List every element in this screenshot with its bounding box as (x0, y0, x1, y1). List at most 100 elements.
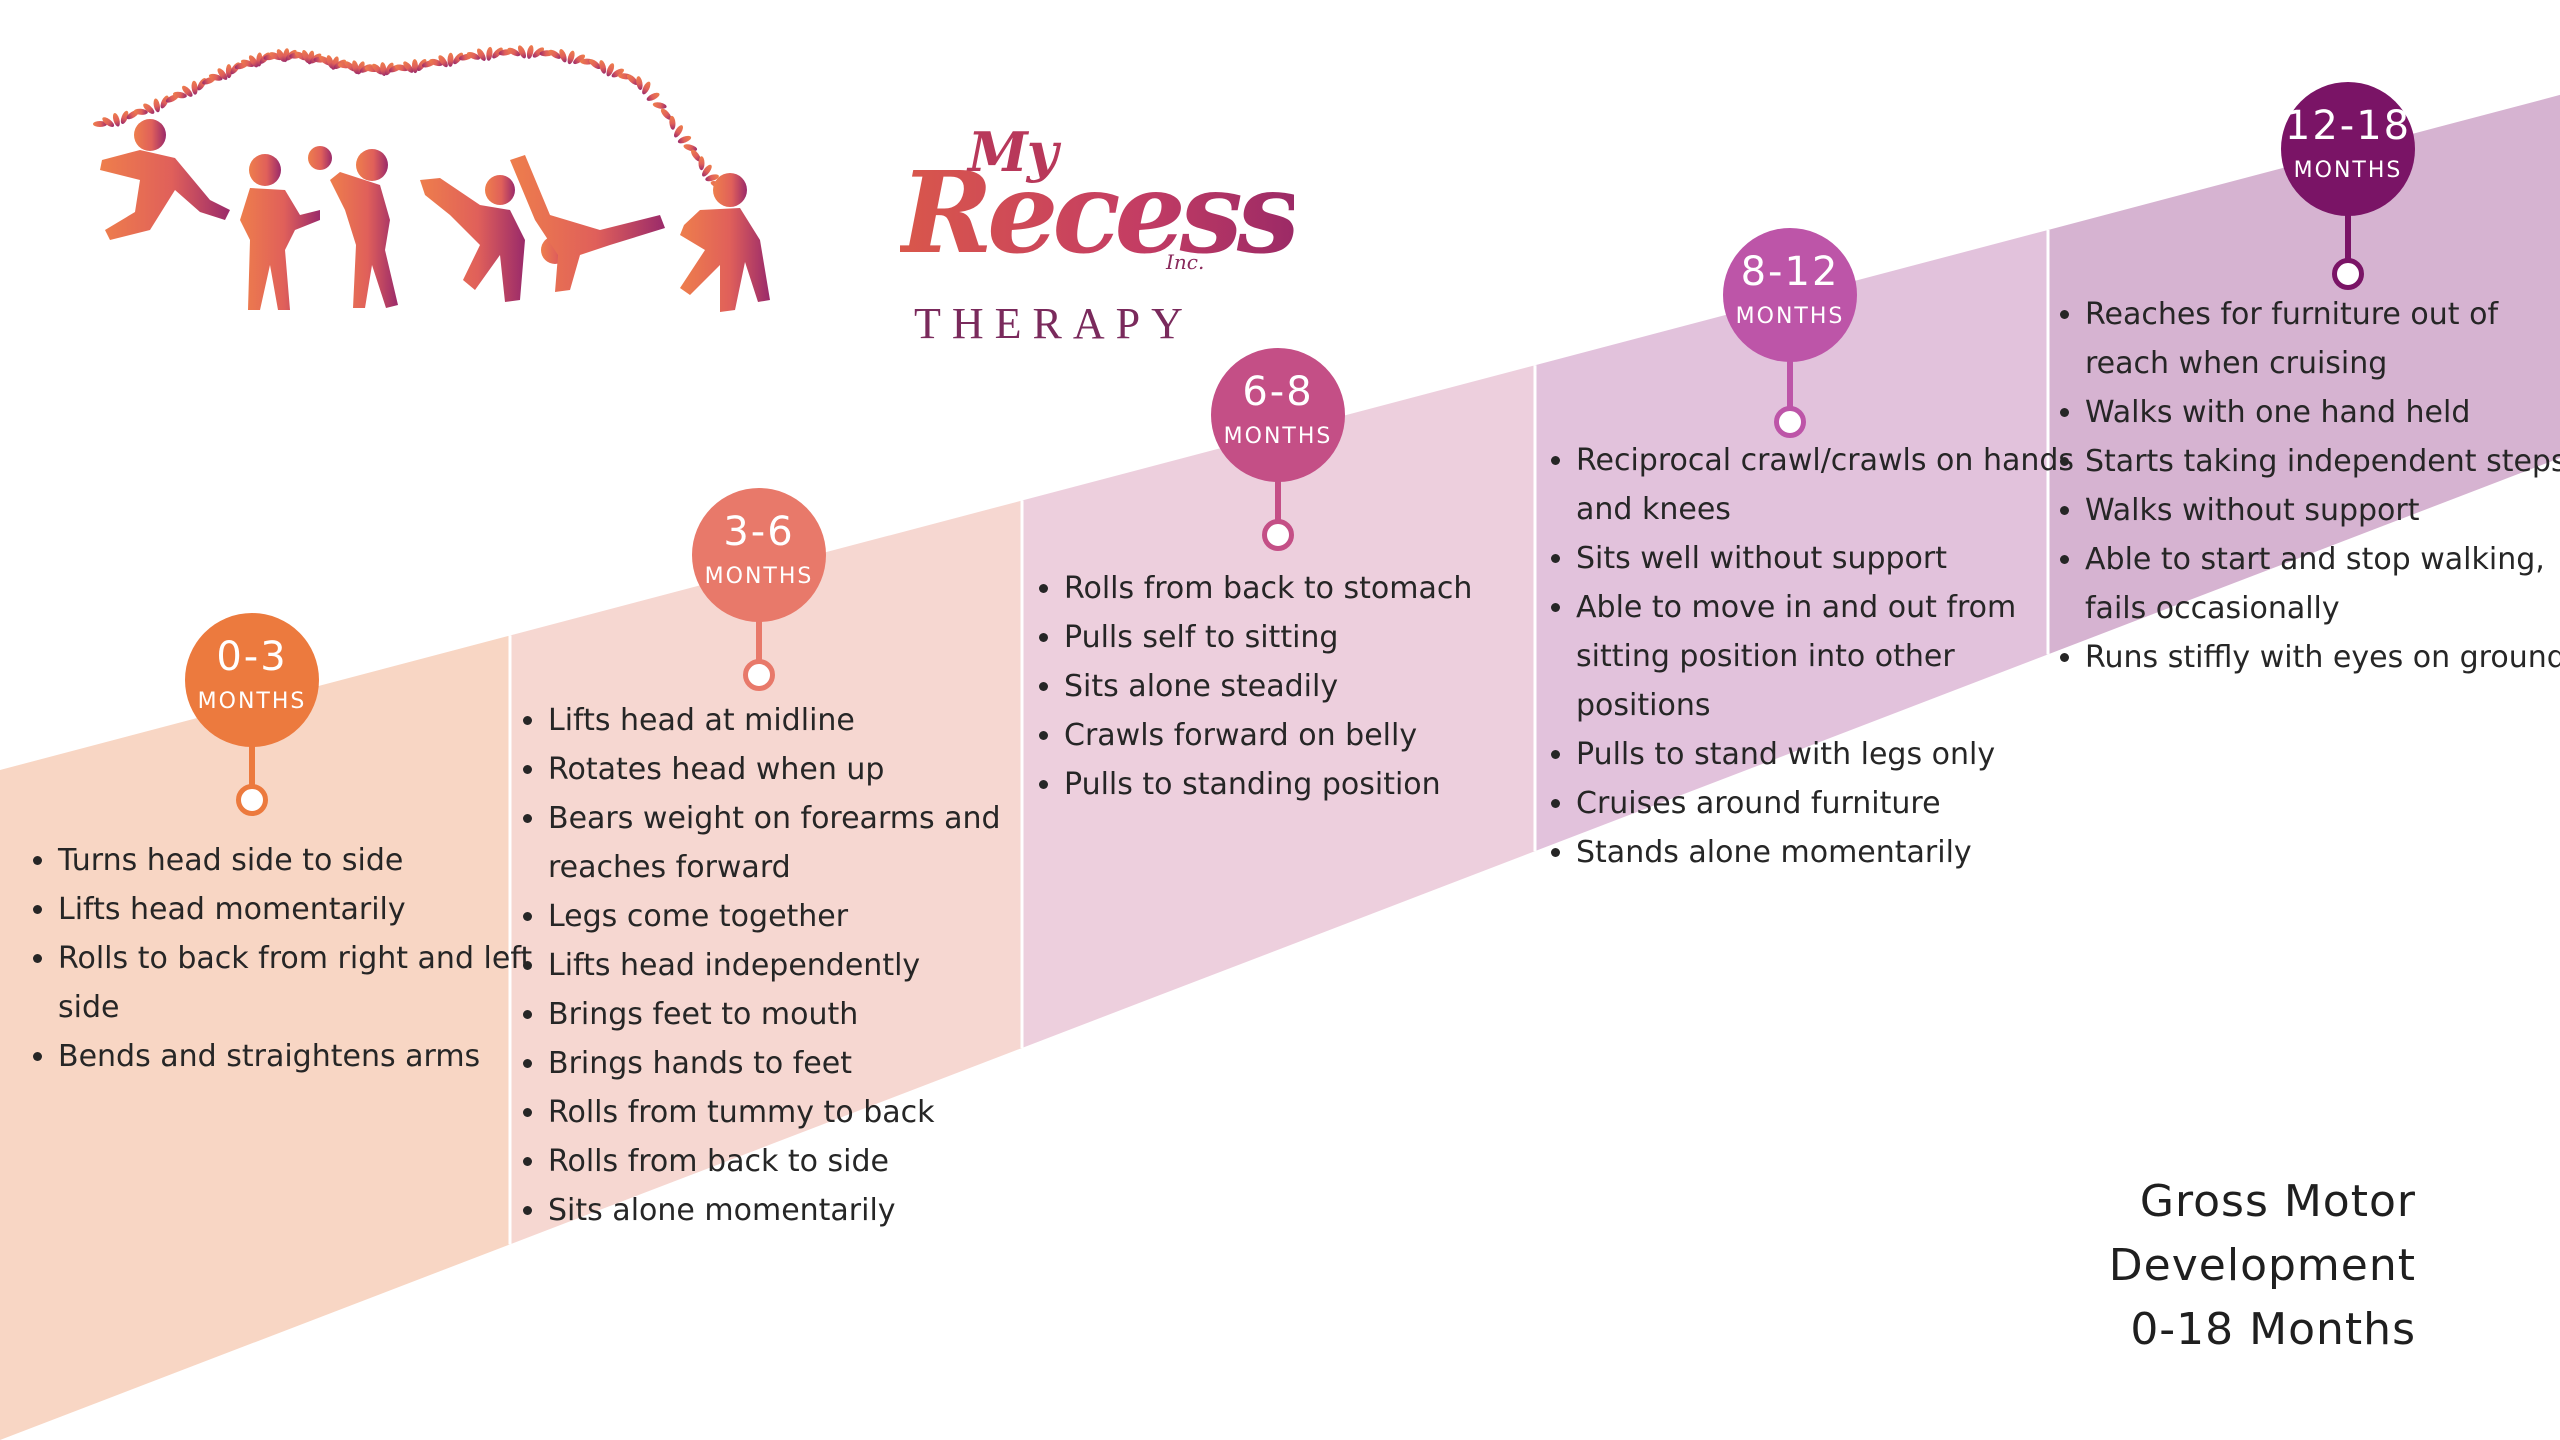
leaf-icon (660, 108, 672, 120)
leaf-icon (606, 63, 615, 77)
leaf-icon (626, 74, 638, 85)
leaf-icon (120, 110, 129, 125)
leaf-icon (611, 68, 624, 78)
milestone-item: Rolls from tummy to back (548, 1088, 1038, 1137)
milestone-item: Starts taking independent steps (2085, 437, 2560, 486)
leaf-icon (573, 54, 586, 65)
leaf-icon (652, 102, 667, 109)
milestone-item: Walks without support (2085, 486, 2560, 535)
milestone-item: Sits alone steadily (1064, 662, 1564, 711)
leaf-icon (642, 81, 651, 95)
leaf-icon (191, 80, 198, 95)
stage-band-3-6 (510, 500, 1022, 1245)
logo-wordmark: My Recess Inc. THERAPY (900, 120, 1300, 350)
stage-unit: MONTHS (197, 689, 307, 714)
stage-badge-8-12: 8-12 MONTHS (1723, 228, 1857, 362)
stage-band-8-12 (1535, 229, 2048, 852)
leaf-icon (403, 61, 414, 73)
stage-connector (1787, 360, 1793, 408)
stage-range: 6-8 (1242, 369, 1314, 415)
logo-recess: Recess (900, 148, 1300, 279)
stage-unit: MONTHS (1223, 424, 1333, 449)
stage-connector (249, 745, 255, 785)
leaf-icon (636, 76, 643, 91)
stage-marker-ring (2332, 258, 2364, 290)
stage-connector (1275, 480, 1281, 520)
leaf-icon (172, 91, 187, 99)
stage-milestones-12-18: Reaches for furniture out of reach when … (2057, 290, 2560, 682)
milestone-item: Cruises around furniture (1576, 779, 2076, 828)
stage-unit: MONTHS (2293, 158, 2403, 183)
stage-range: 0-3 (216, 634, 288, 680)
stage-unit: MONTHS (1735, 304, 1845, 329)
leaf-icon (453, 52, 464, 65)
title-line: 0-18 Months (2130, 1304, 2416, 1355)
leaf-icon (517, 45, 527, 59)
milestone-item: Pulls self to sitting (1064, 613, 1564, 662)
leaf-icon (182, 85, 193, 97)
leaf-icon (153, 98, 161, 113)
title-line: Gross Motor (2139, 1176, 2416, 1227)
milestone-item: Runs stiffly with eyes on ground (2085, 633, 2560, 682)
milestone-item: Brings feet to mouth (548, 990, 1038, 1039)
leaf-icon (702, 164, 712, 177)
milestone-item: Rolls from back to side (548, 1137, 1038, 1186)
leaf-icon (143, 103, 155, 114)
stage-badge-12-18: 12-18 MONTHS (2281, 82, 2415, 216)
logo: My Recess Inc. THERAPY (80, 40, 1300, 348)
leaf-icon (507, 47, 521, 57)
leaf-icon (240, 59, 255, 67)
leaf-icon (217, 68, 228, 80)
leaf-icon (356, 61, 365, 75)
leaf-icon (331, 56, 339, 70)
stage-marker-ring (1262, 519, 1294, 551)
milestone-item: Pulls to standing position (1064, 760, 1564, 809)
leaf-icon (677, 135, 692, 144)
milestone-item: Lifts head at midline (548, 696, 1038, 745)
leaf-icon (372, 63, 383, 75)
leaf-icon (225, 64, 232, 79)
leaf-icon (477, 48, 486, 61)
leaf-icon (599, 60, 607, 74)
milestone-item: Legs come together (548, 892, 1038, 941)
milestone-item: Stands alone momentarily (1576, 828, 2076, 877)
leaf-icon (269, 52, 283, 61)
leaf-icon (646, 92, 660, 101)
leaf-icon (486, 46, 493, 61)
leaf-icon (567, 50, 575, 65)
leaf-icon (248, 55, 259, 68)
leaf-icon (160, 95, 169, 109)
milestone-item: Lifts head momentarily (58, 885, 538, 934)
leaf-icon (102, 117, 115, 127)
stage-unit: MONTHS (704, 564, 814, 589)
stage-band-6-8 (1022, 365, 1535, 1048)
title-line: Development (2108, 1240, 2416, 1291)
stage-milestones-0-3: Turns head side to side Lifts head momen… (30, 836, 538, 1081)
stage-marker-ring (743, 659, 775, 691)
stage-range: 8-12 (1740, 249, 1840, 295)
leaf-icon (492, 47, 503, 59)
milestone-item: Walks with one hand held (2085, 388, 2560, 437)
leaf-icon (133, 108, 148, 115)
leaf-icon (93, 121, 107, 127)
milestone-item: Brings hands to feet (548, 1039, 1038, 1088)
stage-connector (756, 620, 762, 660)
milestone-item: Reciprocal crawl/crawls on hands and kne… (1576, 436, 2076, 534)
milestone-item: Crawls forward on belly (1064, 711, 1564, 760)
leaf-icon (411, 59, 419, 74)
leaf-icon (526, 45, 534, 59)
leaf-icon (683, 144, 698, 152)
leaf-icon (674, 125, 683, 138)
milestone-item: Sits alone momentarily (548, 1186, 1038, 1235)
stage-range: 12-18 (2284, 103, 2412, 149)
milestone-item: Pulls to stand with legs only (1576, 730, 2076, 779)
leaf-icon (417, 58, 427, 72)
leaf-icon (208, 73, 223, 81)
stage-marker-ring (1774, 406, 1806, 438)
leaf-icon (532, 47, 545, 58)
stage-band-12-18 (2048, 94, 2560, 655)
stage-milestones-6-8: Rolls from back to stomach Pulls self to… (1036, 564, 1564, 809)
logo-inc: Inc. (1166, 250, 1205, 274)
milestone-item: Bears weight on forearms and reaches for… (548, 794, 1038, 892)
